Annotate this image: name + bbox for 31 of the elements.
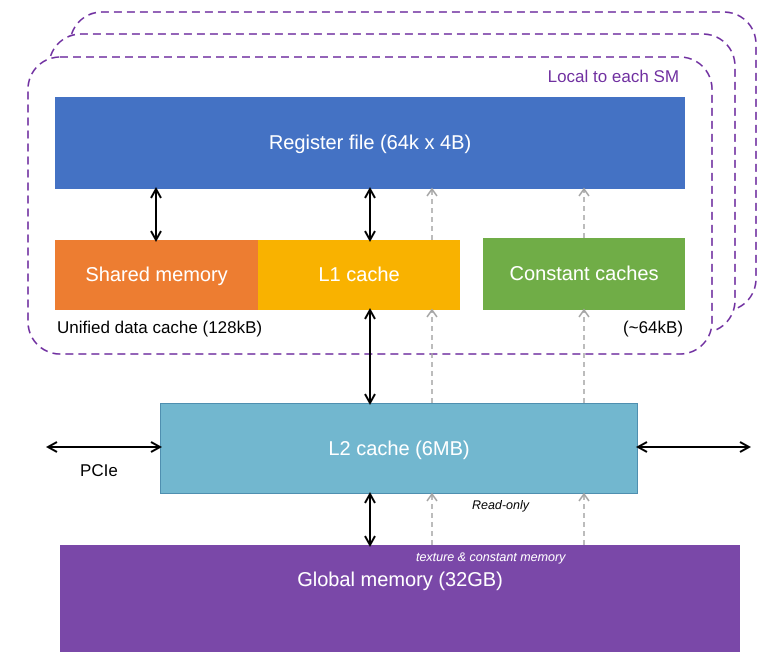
dashed-arrow bbox=[426, 309, 438, 403]
box-label: L2 cache (6MB) bbox=[328, 436, 470, 462]
dashed-arrow bbox=[578, 188, 590, 238]
double-arrow bbox=[364, 493, 376, 546]
dashed-arrow bbox=[578, 309, 590, 403]
constant-cache-box bbox=[483, 238, 685, 310]
l1-cache-box bbox=[258, 240, 460, 310]
double-arrow bbox=[47, 441, 161, 453]
double-arrow bbox=[364, 188, 376, 241]
box-label: Register file (64k x 4B) bbox=[268, 131, 472, 156]
box-note: texture & constant memory bbox=[416, 549, 566, 566]
frame-heading: Local to each SM bbox=[548, 66, 679, 88]
dashed-arrow bbox=[426, 188, 438, 240]
box-label: Constant caches bbox=[510, 262, 658, 287]
double-arrow bbox=[364, 309, 376, 404]
dashed-arrow bbox=[578, 493, 590, 545]
double-arrow bbox=[637, 441, 750, 453]
l2-cache-box bbox=[160, 403, 638, 494]
register-file-box bbox=[55, 97, 685, 189]
group-caption: Unified data cache (128kB) bbox=[57, 317, 262, 339]
box-label: L1 cache bbox=[318, 263, 400, 288]
dashed-arrow bbox=[426, 493, 438, 545]
box-label: Shared memory bbox=[85, 263, 228, 288]
global-memory-box bbox=[60, 545, 740, 652]
note-text: Read-only bbox=[472, 497, 529, 514]
box-label: Global memory (32GB) bbox=[297, 568, 503, 593]
double-arrow bbox=[150, 188, 162, 241]
size-note: (~64kB) bbox=[623, 317, 683, 339]
edge-label: PCIe bbox=[80, 460, 118, 482]
shared-memory-box bbox=[55, 240, 258, 310]
dashed-frame bbox=[27, 56, 713, 355]
